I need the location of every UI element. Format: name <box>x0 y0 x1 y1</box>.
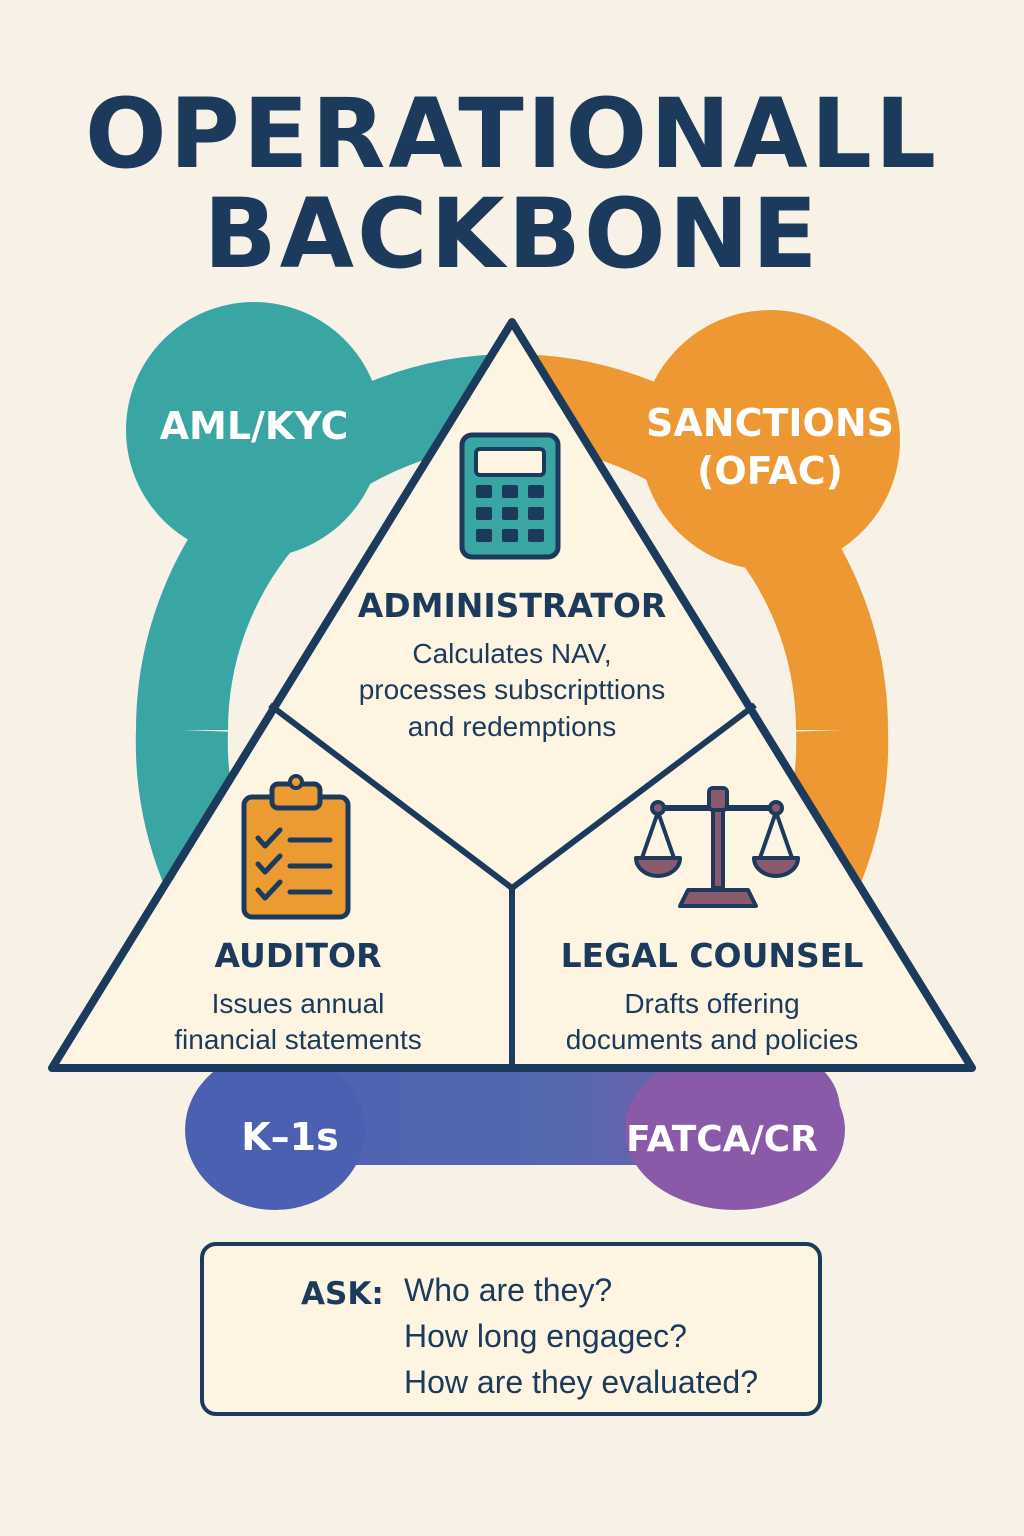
auditor-description: Issues annual financial statements <box>174 988 422 1056</box>
ask-question: How long engagec? <box>404 1318 687 1354</box>
page-title-line-1: OPERATIONALL <box>84 78 940 190</box>
ask-box: ASK: Who are they? How long engagec? How… <box>200 1242 822 1416</box>
clipboard-checklist-icon <box>241 774 351 920</box>
legal-counsel-description: Drafts offering documents and policies <box>565 988 859 1056</box>
label-sanctions-ofac: SANCTIONS (OFAC) <box>645 401 894 493</box>
ask-question: How are they evaluated? <box>404 1364 758 1400</box>
ask-question: Who are they? <box>404 1272 613 1308</box>
bottom-band <box>185 1050 845 1210</box>
scales-of-justice-icon <box>634 786 800 908</box>
page-title-line-2: BACKBONE <box>203 178 821 290</box>
administrator-title: ADMINISTRATOR <box>357 586 667 625</box>
calculator-icon <box>459 432 561 560</box>
label-k1s: K–1s <box>241 1115 339 1159</box>
administrator-description: Calculates NAV, processes subscripttions… <box>358 638 666 742</box>
legal-counsel-title: LEGAL COUNSEL <box>560 936 864 975</box>
label-fatca-cr: FATCA/CR <box>626 1119 818 1160</box>
ask-label: ASK: <box>301 1276 384 1312</box>
auditor-title: AUDITOR <box>214 936 382 975</box>
label-aml-kyc: AML/KYC <box>159 404 349 448</box>
